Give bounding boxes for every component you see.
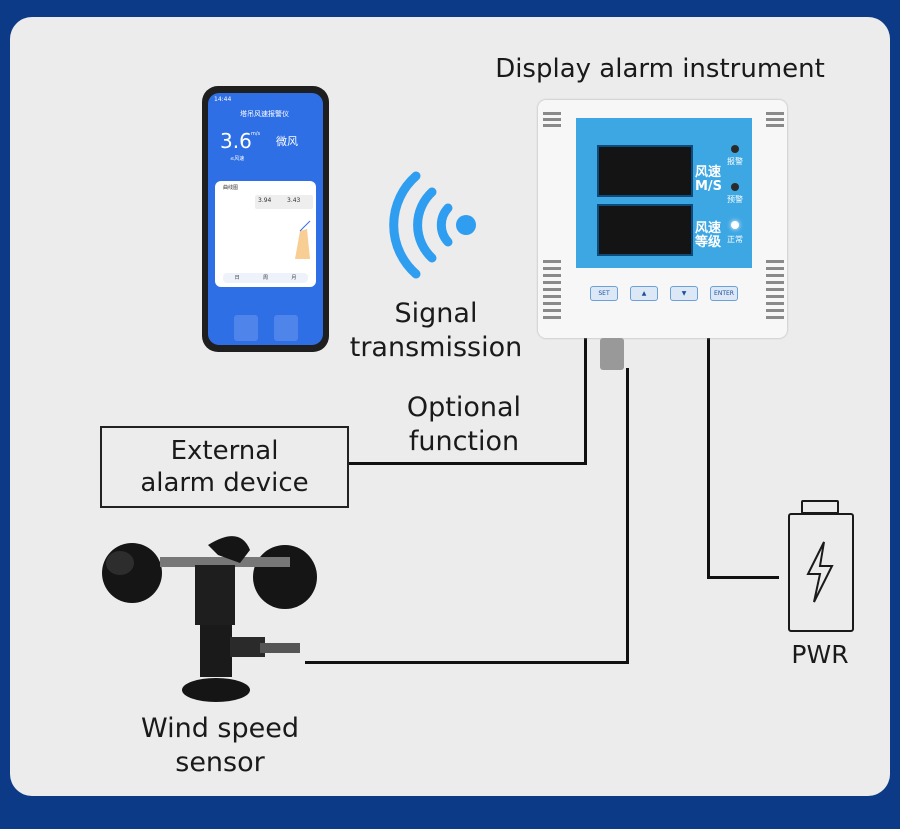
row1-label-unit: M/S xyxy=(695,179,723,194)
external-label-line1: External xyxy=(170,436,279,466)
vent-top-right xyxy=(766,112,784,115)
display-level xyxy=(597,204,693,256)
row1-label-cn: 风速 xyxy=(695,165,722,180)
wind-label-line2: sensor xyxy=(175,747,265,778)
battery-icon xyxy=(788,513,854,632)
power-line-vertical xyxy=(707,338,710,579)
wind-unit: m/s xyxy=(251,131,261,137)
vent-top-right xyxy=(766,124,784,127)
alarm-led xyxy=(731,145,739,153)
vent-top-left xyxy=(543,112,561,115)
indicator-warning: 预警 xyxy=(727,195,743,204)
row2-label-cn1: 风速 xyxy=(695,221,722,236)
card-title: 曲线图 xyxy=(223,185,239,191)
period-tabs[interactable]: 日 周 月 xyxy=(223,273,308,283)
vent-right xyxy=(766,260,784,320)
enter-button[interactable]: ENTER xyxy=(710,286,738,301)
battery-cap xyxy=(801,500,839,514)
vent-left xyxy=(543,260,561,320)
wind-label-line1: Wind speed xyxy=(140,713,299,744)
tab-week[interactable]: 周 xyxy=(262,275,268,281)
external-alarm-device: External alarm device xyxy=(100,426,349,508)
wifi-signal-icon xyxy=(389,171,476,279)
up-button[interactable]: ▲ xyxy=(630,286,658,301)
anemometer xyxy=(102,536,317,702)
sensor-line-vertical xyxy=(626,368,629,664)
vent-top-right xyxy=(766,118,784,121)
signal-label-line1: Signal xyxy=(394,298,478,329)
phone-screen: 14:44 塔吊风速报警仪 3.6 m/s 微风 ≤风速 曲线图 3.94 3.… xyxy=(208,93,323,345)
signal-transmission-label: Signal transmission xyxy=(330,297,542,365)
signal-label-line2: transmission xyxy=(349,332,523,363)
wind-level: 微风 xyxy=(276,135,298,148)
vent-top-left xyxy=(543,124,561,127)
signal-line-horizontal xyxy=(345,462,587,465)
smartphone: 14:44 塔吊风速报警仪 3.6 m/s 微风 ≤风速 曲线图 3.94 3.… xyxy=(202,86,329,352)
value-tooltip: 3.94 3.43 xyxy=(255,195,313,209)
warning-led xyxy=(731,183,739,191)
tooltip-value-a: 3.94 xyxy=(258,197,272,204)
indicator-normal: 正常 xyxy=(727,235,743,244)
phone-button-left[interactable] xyxy=(234,315,258,341)
lightning-icon xyxy=(806,541,834,603)
tab-month[interactable]: 月 xyxy=(291,275,297,281)
chart-card: 曲线图 3.94 3.43 日 周 月 xyxy=(215,181,316,287)
phone-button-right[interactable] xyxy=(274,315,298,341)
app-title: 塔吊风速报警仪 xyxy=(240,110,289,118)
indicator-alarm: 报警 xyxy=(727,157,743,166)
power-label: PWR xyxy=(791,640,849,669)
normal-led xyxy=(731,221,739,229)
optional-function-label: Optional function xyxy=(370,391,558,459)
wind-sensor-label: Wind speed sensor xyxy=(115,712,325,780)
tooltip-value-b: 3.43 xyxy=(287,197,301,204)
wind-sub: ≤风速 xyxy=(230,156,245,162)
optional-label-line2: function xyxy=(408,426,520,457)
tab-day[interactable]: 日 xyxy=(234,275,240,281)
mini-chart xyxy=(295,220,311,259)
row2-label: 风速 等级 xyxy=(695,222,721,250)
external-label-line2: alarm device xyxy=(140,468,309,498)
row1-label: 风速 M/S xyxy=(695,166,722,194)
instrument-title: Display alarm instrument xyxy=(495,54,825,84)
row2-label-cn2: 等级 xyxy=(695,235,722,250)
optional-label-line1: Optional xyxy=(406,392,522,423)
phone-time: 14:44 xyxy=(214,96,232,103)
signal-line-vertical xyxy=(584,338,587,465)
display-windspeed xyxy=(597,145,693,197)
wind-value: 3.6 xyxy=(220,129,252,153)
set-button[interactable]: SET xyxy=(590,286,618,301)
power-line-horizontal xyxy=(707,576,779,579)
sensor-line-horizontal xyxy=(305,661,629,664)
sensor-connector xyxy=(600,338,624,370)
down-button[interactable]: ▼ xyxy=(670,286,698,301)
vent-top-left xyxy=(543,118,561,121)
